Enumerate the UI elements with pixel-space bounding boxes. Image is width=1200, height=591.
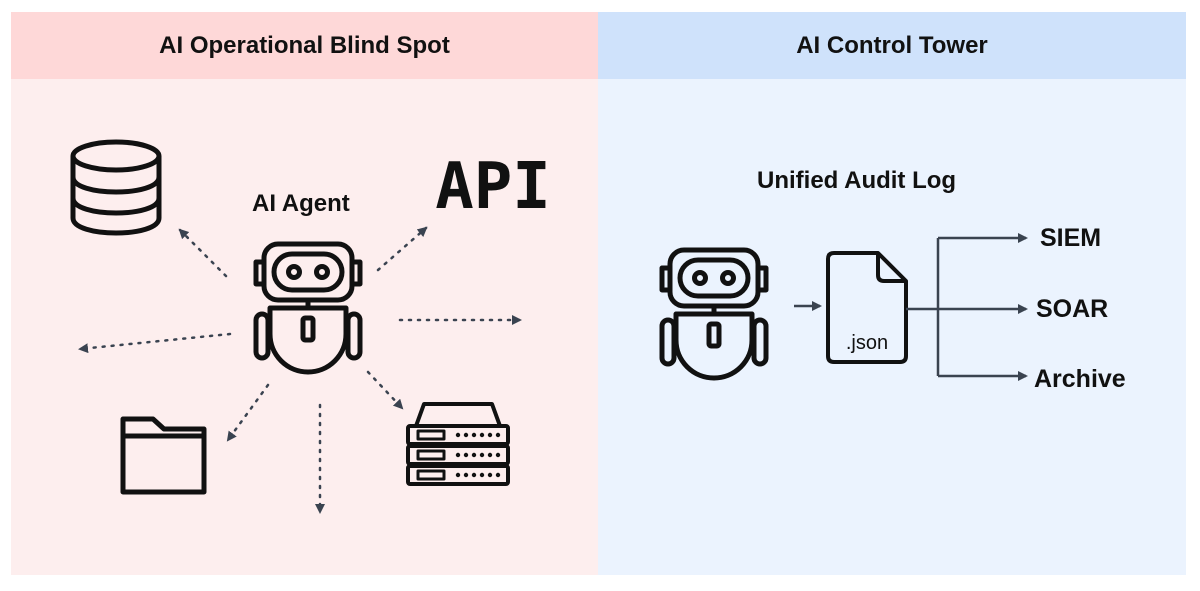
unified-audit-log-label: Unified Audit Log [757,167,957,194]
json-file-label: .json [846,332,888,354]
arrow-to-folder [226,383,270,442]
blind-spot-title: AI Operational Blind Spot [159,31,450,59]
database-icon [70,139,162,236]
folder-icon [120,416,207,495]
server-rack-icon [406,402,510,486]
arrow-to-database [178,228,228,278]
arrow-to-api [376,226,428,272]
destination-siem: SIEM [1040,224,1102,252]
destination-soar: SOAR [1036,295,1109,323]
control-tower-title: AI Control Tower [796,31,988,59]
arrow-to-server [366,370,404,410]
destination-archive: Archive [1034,365,1126,393]
json-file-icon [826,251,908,364]
blind-spot-header: AI Operational Blind Spot [11,12,598,79]
control-tower-panel: AI Control Tower [598,12,1186,575]
api-icon: API [435,150,551,224]
control-tower-header: AI Control Tower [598,12,1186,79]
robot-icon-right [659,247,769,381]
robot-icon [253,241,363,375]
ai-agent-label: AI Agent [252,190,350,217]
dotted-arrows [78,226,522,514]
blind-spot-panel: AI Operational Blind Spot [11,12,598,575]
fanout-arrows [906,233,1028,381]
arrow-left [78,332,232,354]
